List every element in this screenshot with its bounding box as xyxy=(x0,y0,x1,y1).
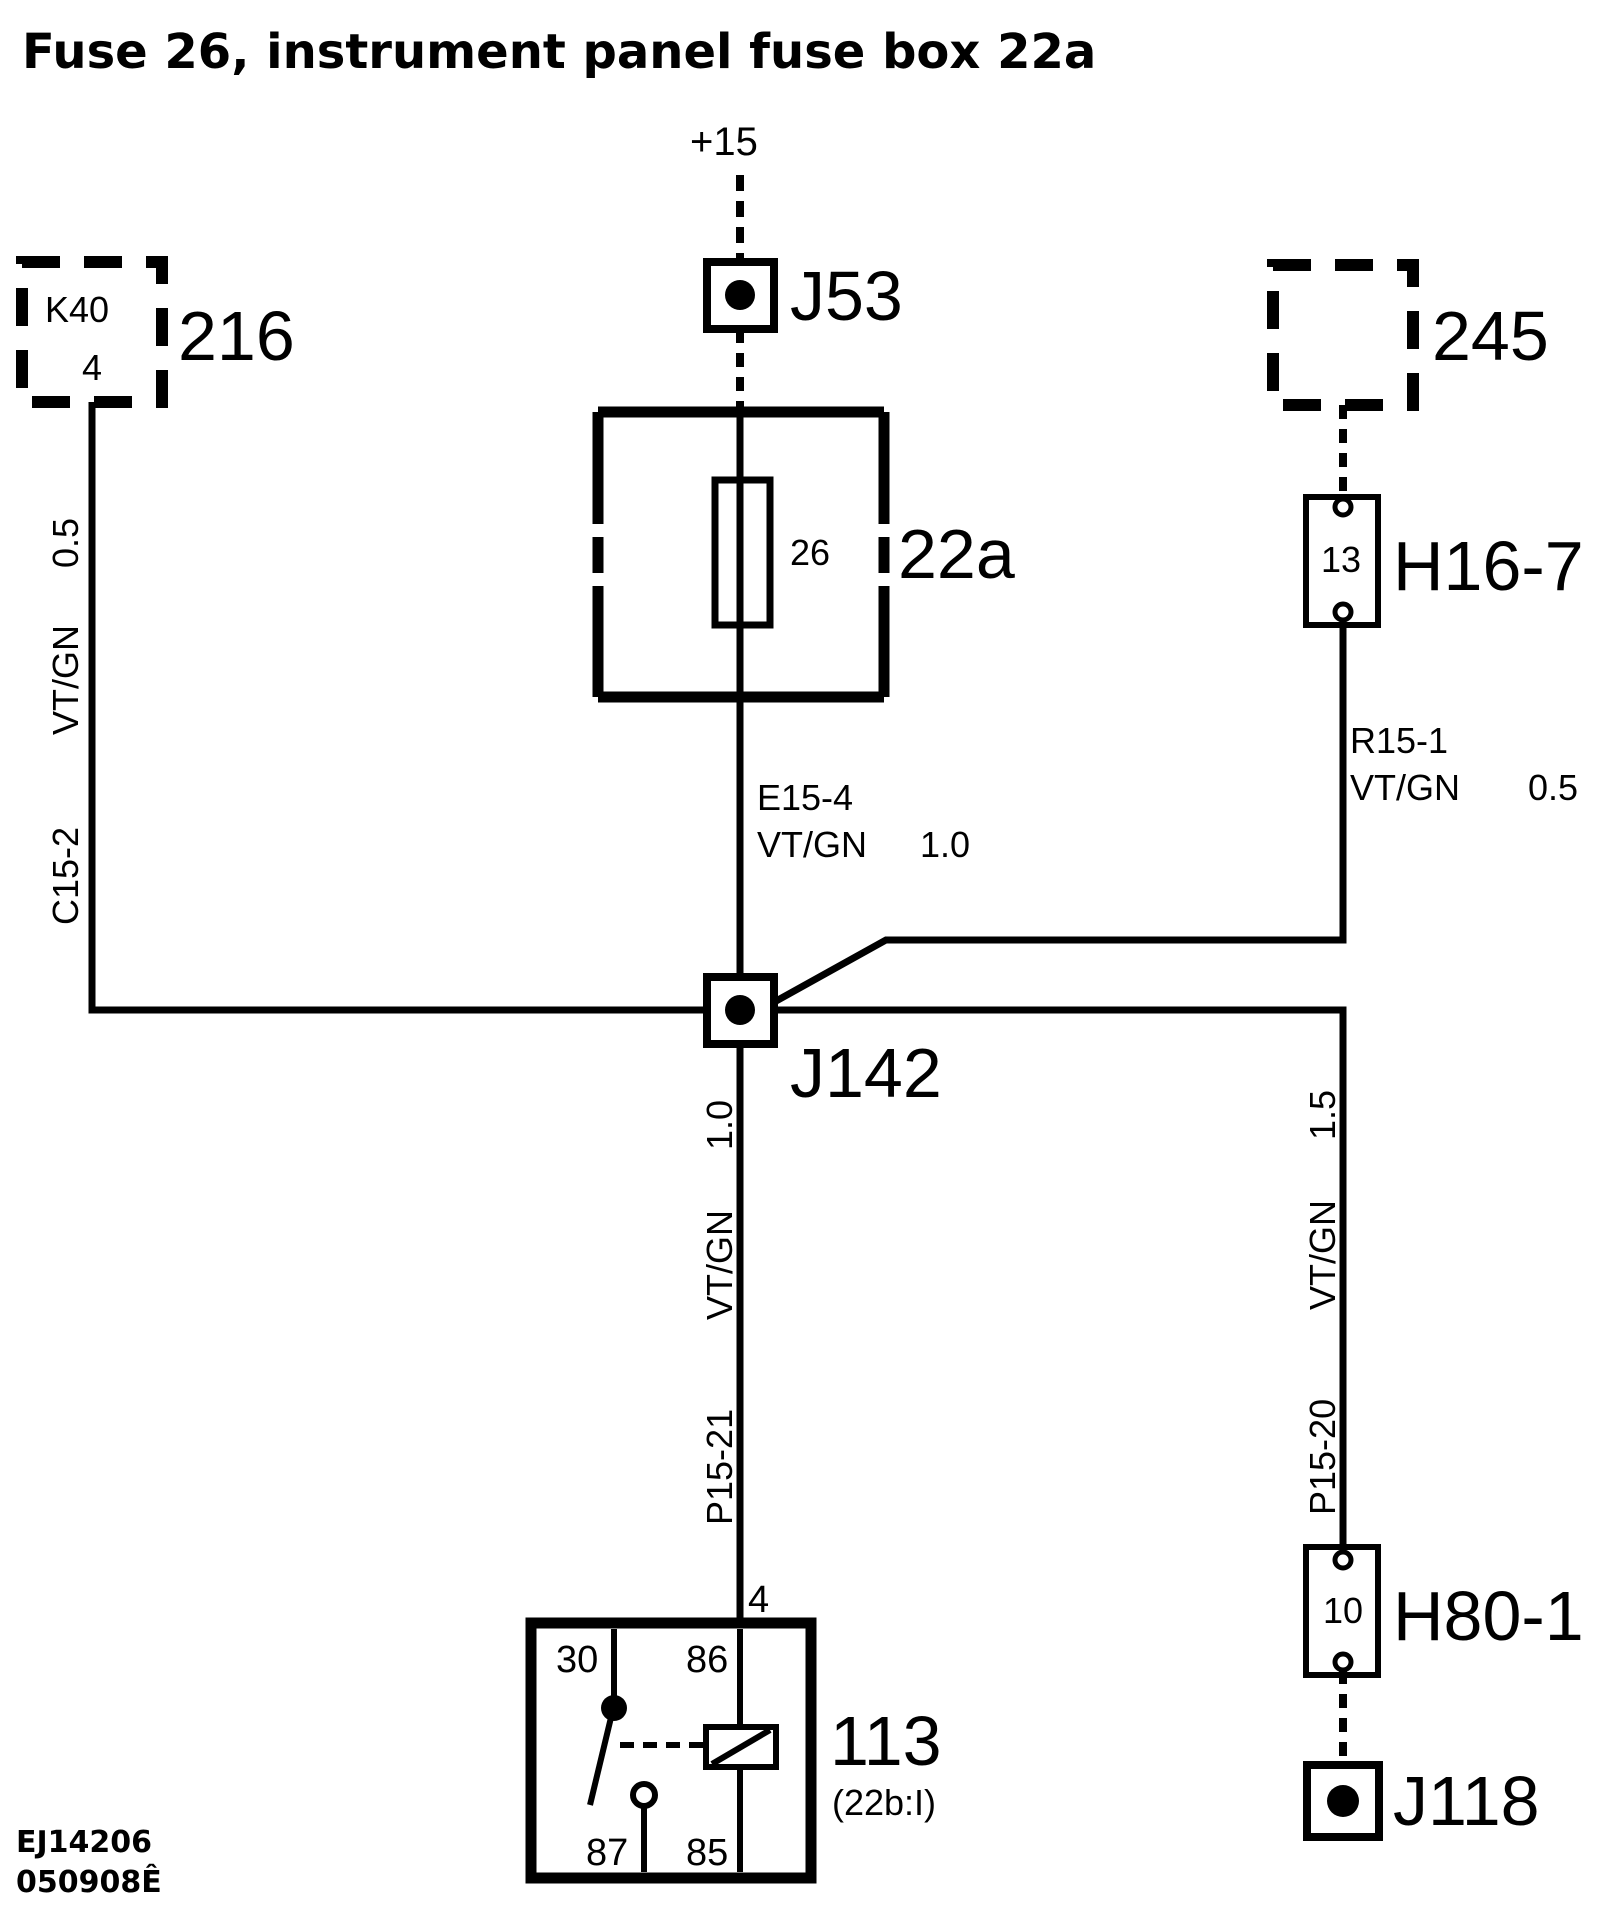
k40-pin: 4 xyxy=(82,347,102,388)
k40-connector xyxy=(16,256,168,408)
wire-p15-20-size: 1.5 xyxy=(1302,1090,1343,1140)
j53-label: J53 xyxy=(790,257,903,335)
wire-c15-color-label: VT/GN xyxy=(45,625,86,735)
connector-245-ref: 245 xyxy=(1432,297,1549,375)
wire-p15-21-size: 1.0 xyxy=(699,1100,740,1150)
wire-r15-color: VT/GN xyxy=(1350,767,1460,808)
wire-p15-21-circuit: P15-21 xyxy=(699,1409,740,1525)
relay-pin-86: 86 xyxy=(686,1639,728,1681)
relay-contact-30 xyxy=(601,1695,627,1721)
j142-label: J142 xyxy=(790,1034,942,1112)
relay-pin-85: 85 xyxy=(686,1832,728,1874)
relay-ref: 113 xyxy=(830,1702,942,1780)
wire-e15-color: VT/GN xyxy=(757,824,867,865)
relay-coil xyxy=(703,1724,779,1770)
h16-pin: 13 xyxy=(1321,539,1361,580)
wire-c15-size: 0.5 xyxy=(45,518,86,568)
wire-e15-circuit: E15-4 xyxy=(757,777,853,818)
diagram-title: Fuse 26, instrument panel fuse box 22a xyxy=(22,24,1096,80)
connector-245 xyxy=(1267,259,1419,411)
wire-p15-20-label: P15-20 xyxy=(1302,1399,1343,1515)
j142-junction xyxy=(703,973,778,1048)
wire-e15-size: 1.0 xyxy=(920,824,970,865)
relay-input-pin: 4 xyxy=(748,1579,769,1621)
wire-c15-circuit: C15-2 xyxy=(45,827,86,925)
wire-c15-label: C15-2 xyxy=(45,827,86,925)
relay-contact-87 xyxy=(630,1781,658,1809)
wire-p15-20-circuit: P15-20 xyxy=(1302,1399,1343,1515)
wire-c15-size-label: 0.5 xyxy=(45,518,86,568)
h80-pin: 10 xyxy=(1323,1590,1363,1631)
relay-switch-contacts xyxy=(587,1629,647,1872)
wire-p15-21-color: VT/GN xyxy=(699,1210,740,1320)
wire-c15-color: VT/GN xyxy=(45,625,86,735)
fuse-box-ref: 22a xyxy=(898,515,1015,593)
wire-p15-21-color-label: VT/GN xyxy=(699,1210,740,1320)
relay-pin-87: 87 xyxy=(586,1832,628,1874)
wire-p15-20 xyxy=(740,1006,1347,1560)
wire-p15-20-size-label: 1.5 xyxy=(1302,1090,1343,1140)
fuse-number: 26 xyxy=(790,532,830,573)
j118-junction xyxy=(1303,1761,1383,1841)
relay-pin-30: 30 xyxy=(556,1639,598,1681)
wire-p15-21-size-label: 1.0 xyxy=(699,1100,740,1150)
h80-ref: H80-1 xyxy=(1393,1577,1584,1655)
drawing-code: EJ14206 xyxy=(16,1825,152,1860)
relay-113-box xyxy=(525,1617,817,1884)
wire-r15-size: 0.5 xyxy=(1528,767,1578,808)
relay-sub-ref: (22b:I) xyxy=(832,1782,936,1823)
h16-ref: H16-7 xyxy=(1393,527,1584,605)
supply-label: +15 xyxy=(690,120,758,164)
j118-label: J118 xyxy=(1393,1762,1540,1840)
drawing-date: 050908Ê xyxy=(16,1864,162,1900)
k40-label: K40 xyxy=(45,289,109,330)
wire-p15-20-color: VT/GN xyxy=(1302,1200,1343,1310)
wire-c15-2 xyxy=(88,402,740,1014)
j53-junction xyxy=(703,258,778,333)
wire-p15-20-color-label: VT/GN xyxy=(1302,1200,1343,1310)
wire-r15-circuit: R15-1 xyxy=(1350,720,1448,761)
k40-ref: 216 xyxy=(178,297,295,375)
wire-r15-1 xyxy=(758,620,1347,1014)
wire-p15-21-label: P15-21 xyxy=(699,1409,740,1525)
